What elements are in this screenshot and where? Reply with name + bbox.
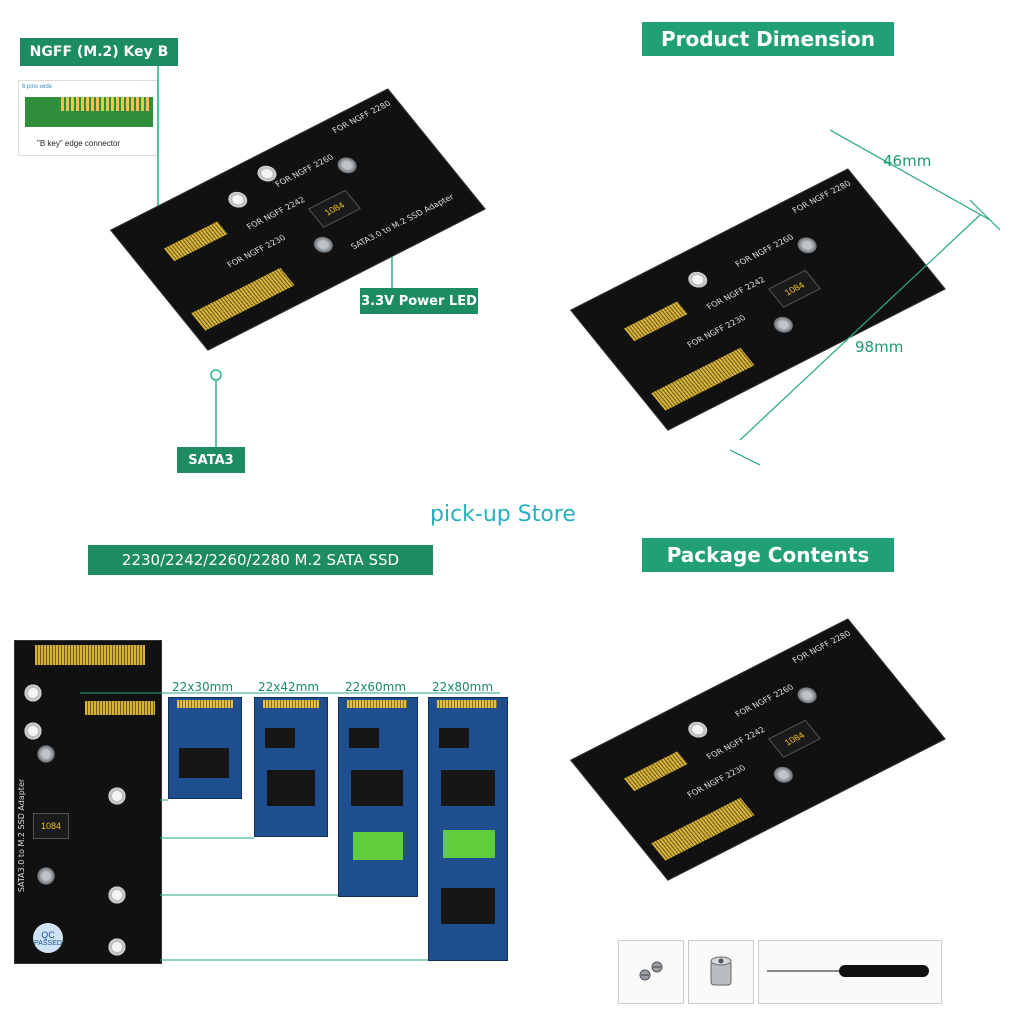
screwdriver-box	[758, 940, 942, 1004]
ssd-size-2230: 22x30mm	[172, 680, 234, 694]
m2-slot	[85, 701, 155, 715]
mount-hole	[107, 885, 127, 905]
ssd-green-pad	[353, 832, 403, 860]
board-label-2280: FOR NGFF 2280	[790, 629, 853, 665]
product-dimension-title: Product Dimension	[642, 22, 894, 56]
m2-slot	[623, 751, 688, 792]
ssd-chip	[265, 728, 295, 748]
capacitor	[793, 684, 821, 707]
ssd-gold-contacts	[437, 700, 497, 708]
qc-passed-badge: QC PASSED	[33, 923, 63, 953]
m2-slot	[163, 221, 228, 262]
ssd-chip	[179, 748, 229, 778]
mount-hole	[23, 721, 43, 741]
screws-box	[618, 940, 684, 1004]
capacitor	[309, 233, 338, 256]
mount-hole	[23, 683, 43, 703]
ssd-2230	[168, 697, 242, 799]
width-dimension: 46mm	[883, 152, 932, 170]
mount-hole	[222, 187, 254, 213]
sata-connector	[35, 645, 145, 665]
ssd-chip	[351, 770, 403, 806]
pins-wide-note: 6 pins wide	[22, 84, 53, 90]
edge-connector-pins	[61, 97, 151, 111]
mount-hole	[107, 937, 127, 957]
store-watermark: pick-up Store	[430, 502, 576, 527]
ssd-chip	[267, 770, 315, 806]
standoff-box	[688, 940, 754, 1004]
standoff-icon	[710, 956, 732, 986]
ssd-sizes-title: 2230/2242/2260/2280 M.2 SATA SSD	[88, 545, 433, 575]
ssd-chip	[349, 728, 379, 748]
ssd-chip	[439, 728, 469, 748]
ssd-size-2260: 22x60mm	[345, 680, 407, 694]
board-label-2260: FOR NGFF 2260	[273, 152, 336, 189]
ssd-gold-contacts	[263, 700, 319, 708]
dimension-lines	[729, 129, 1001, 466]
capacitor	[333, 154, 361, 177]
ssd-2280	[428, 697, 508, 961]
ssd-size-2280: 22x80mm	[432, 680, 494, 694]
board-label-2230: FOR NGFF 2230	[225, 233, 288, 270]
board-label-2242: FOR NGFF 2242	[244, 195, 308, 232]
board-label-2242: FOR NGFF 2242	[704, 725, 768, 762]
package-contents-title: Package Contents	[642, 538, 894, 572]
length-dimension: 98mm	[855, 338, 904, 356]
qc-text: QC	[41, 929, 55, 940]
ssd-2260	[338, 697, 418, 897]
mount-hole	[107, 786, 127, 806]
edge-connector-caption: "B key" edge connector	[37, 139, 121, 148]
ssd-2242	[254, 697, 328, 837]
capacitor	[37, 867, 55, 885]
screws-icon	[639, 961, 663, 981]
board-label-2230: FOR NGFF 2230	[685, 763, 748, 800]
ssd-green-pad	[443, 830, 495, 858]
passed-text: PASSED	[34, 939, 62, 947]
ssd-gold-contacts	[177, 700, 233, 708]
ssd-size-2242: 22x42mm	[258, 680, 320, 694]
ssd-guide-lines	[80, 692, 500, 961]
ssd-gold-contacts	[347, 700, 407, 708]
sata-connector	[651, 797, 755, 861]
capacitor	[37, 745, 55, 763]
capacitor	[769, 763, 798, 786]
adapter-board-vertical: 1084 QC PASSED SATA3.0 to M.2 SSD Adapte…	[14, 640, 162, 964]
chip-1084: 1084	[308, 189, 361, 228]
sata3-label: SATA3	[177, 447, 245, 473]
screwdriver-icon	[767, 965, 929, 977]
ssd-chip	[441, 888, 495, 924]
mount-hole	[682, 717, 714, 743]
ngff-key-b-label: NGFF (M.2) Key B	[20, 38, 178, 66]
m2-slot	[623, 301, 688, 342]
adapter-board-package: 1084 FOR NGFF 2280 FOR NGFF 2260 FOR NGF…	[570, 618, 946, 881]
chip-1084: 1084	[33, 813, 69, 839]
edge-connector-illustration: 6 pins wide "B key" edge connector	[18, 80, 158, 156]
chip-1084: 1084	[768, 719, 821, 758]
board-label-2260: FOR NGFF 2260	[733, 682, 796, 719]
power-led-label: 3.3V Power LED	[360, 288, 478, 314]
ssd-chip	[441, 770, 495, 806]
